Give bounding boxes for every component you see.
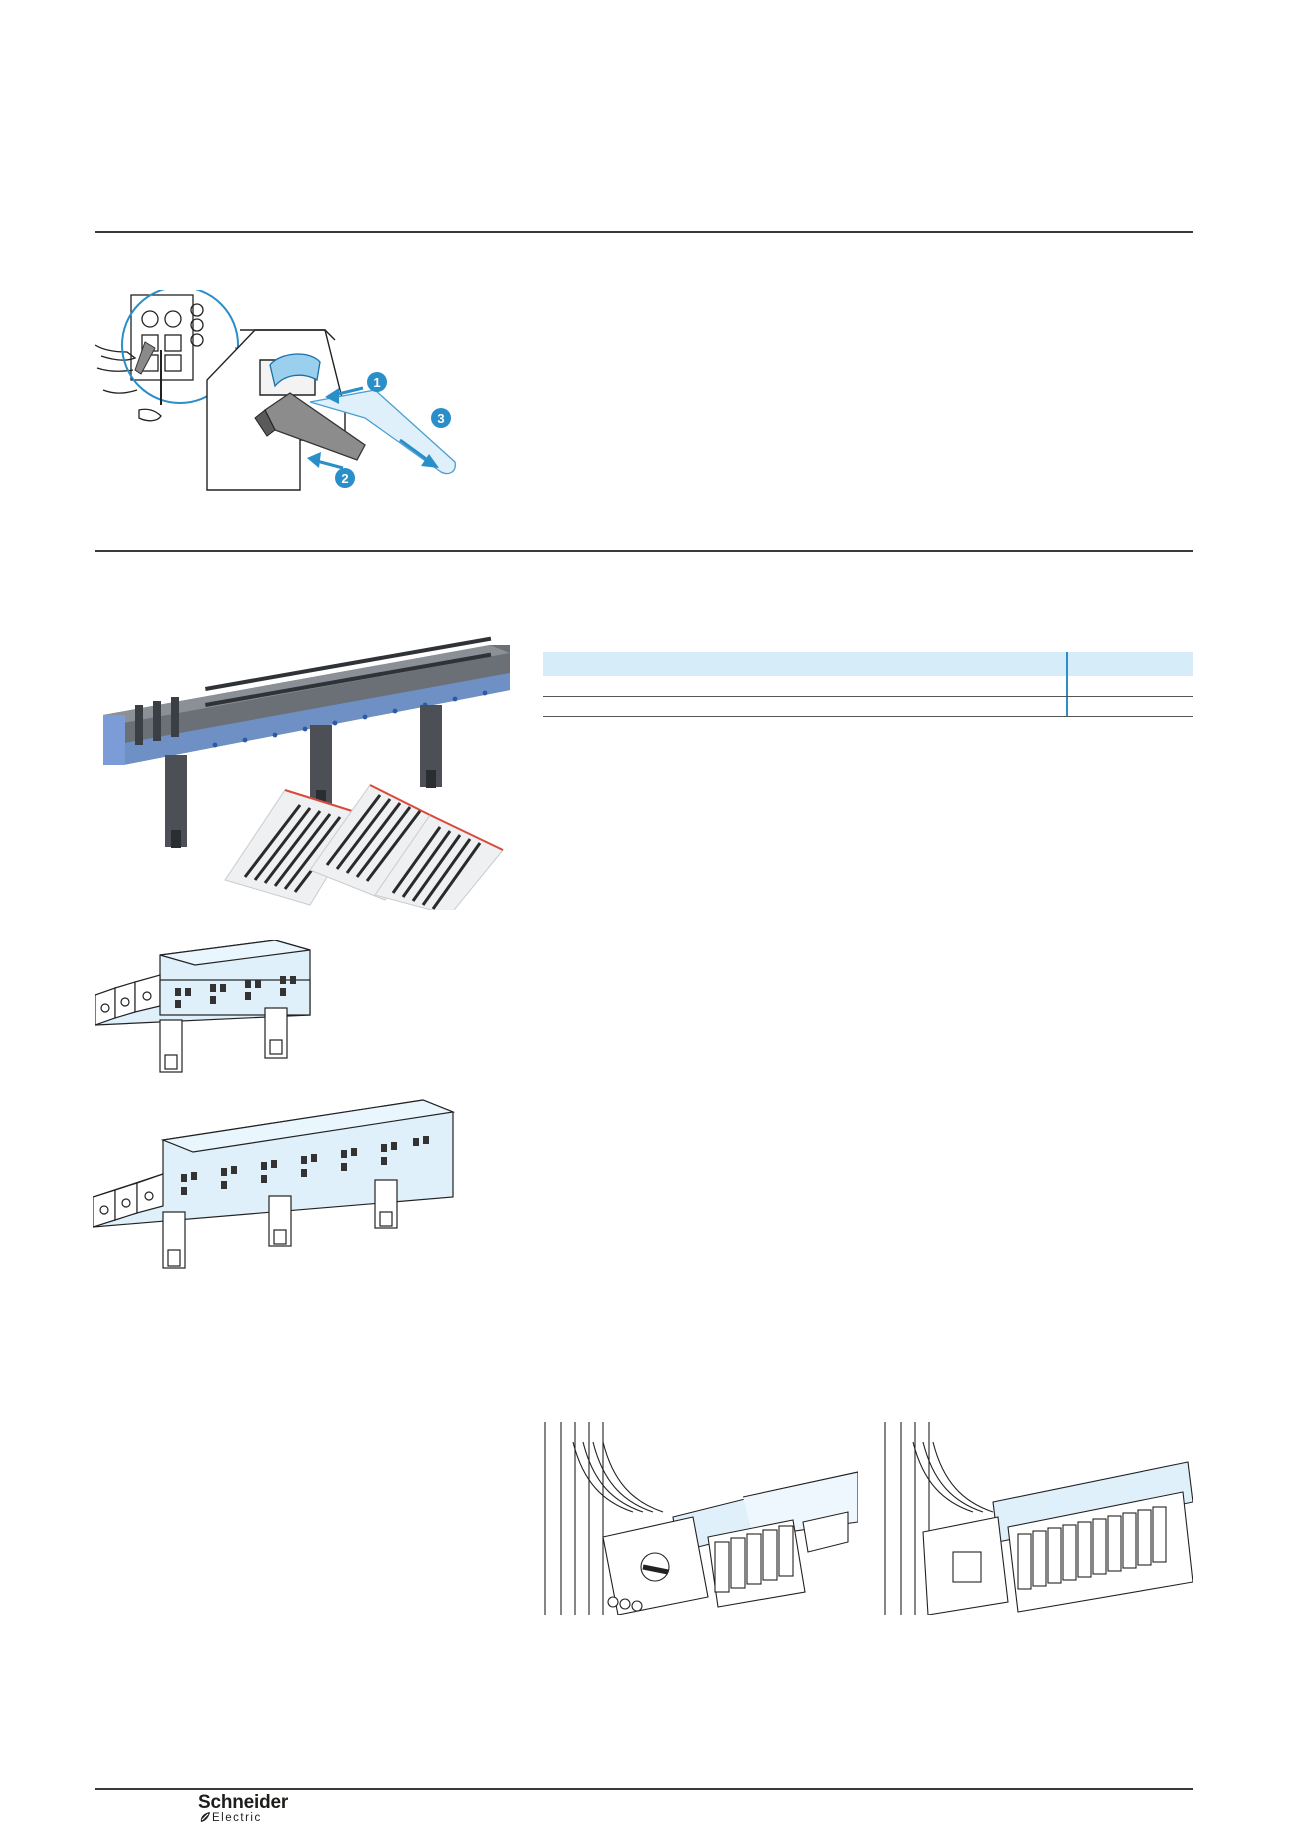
table-column-divider <box>1066 652 1068 716</box>
table-header-row <box>543 652 1193 676</box>
installation-drawing-breaker <box>884 1422 1193 1615</box>
callout-2: 2 <box>341 471 348 486</box>
large-block-drawing <box>93 1099 456 1269</box>
bottom-rule <box>95 1788 1193 1790</box>
callout-3: 3 <box>437 411 444 426</box>
small-block-drawing <box>95 940 311 1073</box>
installation-drawing-switch <box>544 1422 858 1615</box>
connection-illustration: 1 2 3 <box>95 290 456 491</box>
top-rule <box>95 231 1193 233</box>
distribution-block-photo <box>103 636 510 910</box>
schneider-leaf-icon <box>200 1812 210 1822</box>
table-row-line <box>543 716 1193 717</box>
brand-name: Schneider <box>198 1792 289 1813</box>
brand-sub: Electric <box>212 1812 262 1824</box>
brand-logo: Schneider Electric <box>198 1792 308 1826</box>
table-row-line <box>543 696 1193 697</box>
middle-rule <box>95 550 1193 552</box>
callout-1: 1 <box>373 375 380 390</box>
